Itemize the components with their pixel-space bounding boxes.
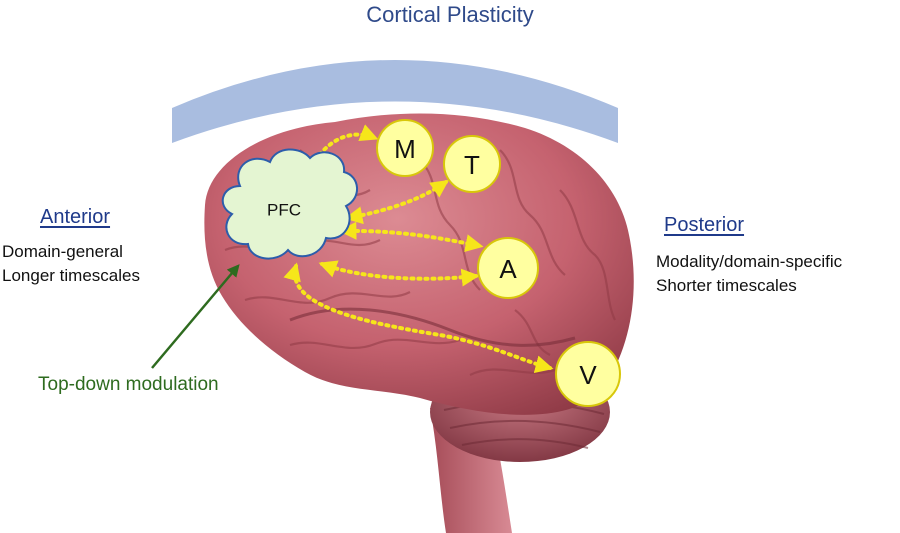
diagram-title: Cortical Plasticity xyxy=(366,2,534,27)
posterior-line-2: Shorter timescales xyxy=(656,276,797,295)
node-t: T xyxy=(443,135,501,193)
node-m: M xyxy=(376,119,434,177)
node-t-label: T xyxy=(464,150,480,180)
node-t-circle xyxy=(443,135,501,193)
node-v-label: V xyxy=(579,360,597,390)
connectors xyxy=(283,124,554,373)
posterior-line-1: Modality/domain-specific xyxy=(656,252,843,271)
anterior-line-2: Longer timescales xyxy=(2,266,140,285)
pfc-hub: PFC xyxy=(221,148,358,260)
pfc-cloud xyxy=(221,148,358,260)
anterior-line-1: Domain-general xyxy=(2,242,123,261)
posterior-heading: Posterior xyxy=(664,214,745,236)
node-a-label: A xyxy=(499,254,517,284)
node-a-circle xyxy=(477,237,539,299)
posterior-description: Modality/domain-specific Shorter timesca… xyxy=(656,250,842,298)
connector-pfc-t xyxy=(344,179,449,225)
node-a: A xyxy=(477,237,539,299)
plasticity-arc xyxy=(172,60,618,143)
node-m-label: M xyxy=(394,134,416,164)
node-v-circle xyxy=(555,341,621,407)
pfc-label: PFC xyxy=(267,201,301,220)
modulation-label: Top-down modulation xyxy=(38,374,219,395)
modulation-arrow xyxy=(151,264,240,369)
node-m-circle xyxy=(376,119,434,177)
connector-pfc-a xyxy=(338,221,484,253)
anterior-description: Domain-general Longer timescales xyxy=(2,240,140,288)
connector-pfc-v xyxy=(283,262,554,373)
anterior-heading: Anterior xyxy=(40,206,111,228)
node-v: V xyxy=(555,341,621,407)
